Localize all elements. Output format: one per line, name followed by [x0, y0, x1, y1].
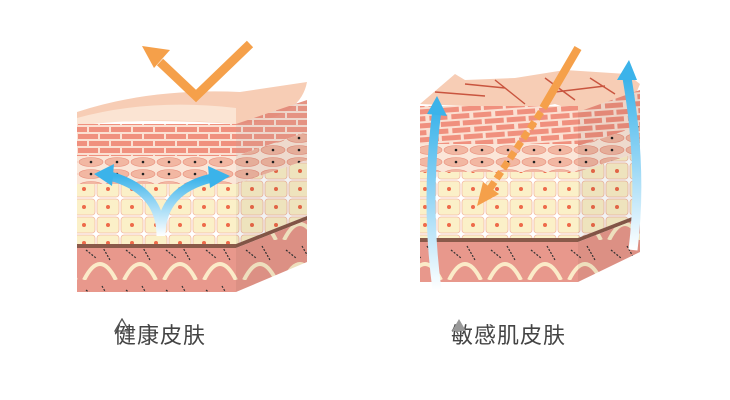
filled-triangle-icon [452, 319, 466, 331]
healthy-skin-cube-illustration [77, 40, 307, 292]
moisture-retained-arrow [94, 164, 230, 237]
penetrating-uv-arrow [477, 45, 582, 206]
moisture-escaping-arrows [426, 60, 642, 291]
hollow-triangle-icon [114, 318, 130, 332]
sensitive-skin-cube-illustration [420, 45, 642, 291]
sensitive-skin-panel: 敏感肌皮肤 [365, 0, 730, 400]
spinous-layer [420, 144, 578, 172]
caption-text: 健康皮肤 [114, 324, 207, 349]
caption-text: 敏感肌皮肤 [451, 324, 567, 349]
dermis-layer [77, 248, 236, 292]
dermis-layer [420, 242, 578, 282]
cracked-surface-top [420, 70, 640, 112]
healthy-skin-panel: 健康皮肤 [77, 40, 307, 350]
brick-layer [77, 124, 236, 156]
basal-layer [420, 172, 578, 238]
sensitive-skin-caption: 敏感肌皮肤 [451, 318, 566, 350]
healthy-skin-caption: 健康皮肤 [114, 318, 206, 350]
reflected-uv-arrow [142, 40, 254, 103]
disrupted-brick-layer [420, 106, 578, 144]
